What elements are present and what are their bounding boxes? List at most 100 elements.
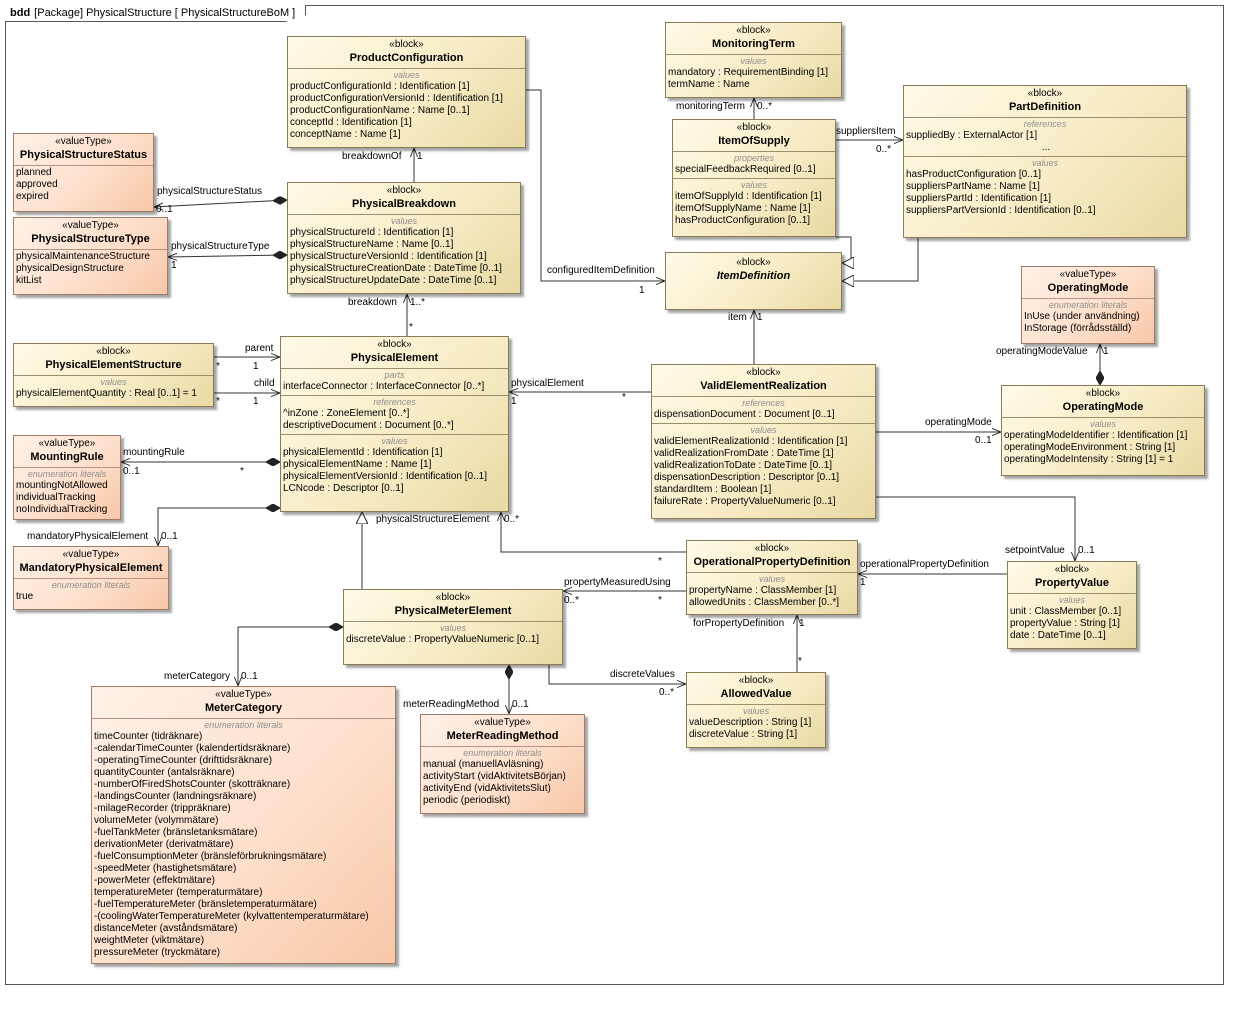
compartment-item: interfaceConnector : InterfaceConnector … — [283, 381, 485, 392]
compartment-item: -numberOfFiredShotsCounter (skotträknare… — [94, 779, 291, 790]
label-monitoringterm: monitoringTerm — [676, 101, 745, 112]
box-name: OperationalPropertyDefinition — [693, 556, 851, 568]
compartment-item: physicalStructureVersionId : Identificat… — [290, 251, 487, 262]
box-name: MeterReadingMethod — [446, 730, 559, 742]
label-physicalstructurestatus: physicalStructureStatus — [157, 186, 263, 197]
stereotype-label: «block» — [746, 367, 781, 378]
label-parent: parent — [245, 343, 274, 354]
box-name: PhysicalElement — [350, 352, 439, 364]
multiplicity-operatingmodevalue: 1 — [1103, 346, 1109, 357]
compartment-title: values — [390, 216, 417, 226]
meterreadingmethod-valuetype[interactable]: «valueType»MeterReadingMethod enumeration… — [420, 714, 585, 814]
link-physicalstructureelement — [501, 512, 686, 553]
box-header: «block»PhysicalBreakdown — [288, 183, 520, 214]
itemdefinition-block[interactable]: «block»ItemDefinition — [665, 252, 842, 310]
compartment-item: -fuelTemperatureMeter (bränsletemperatur… — [94, 899, 317, 910]
multiplicity-breakdown-element: * — [409, 322, 413, 333]
diagram-frame — [5, 5, 1224, 985]
stereotype-label: «block» — [736, 122, 772, 133]
label-physicalstructureelement: physicalStructureElement — [376, 514, 490, 525]
compartment-item: activityStart (vidAktivitetsBörjan) — [423, 771, 566, 782]
compartment-item: operatingModeEnvironment : String [1] — [1004, 442, 1176, 453]
multiplicity-mountingrule-source: * — [240, 466, 244, 477]
stereotype-label: «block» — [736, 25, 771, 36]
stereotype-label: «valueType» — [62, 549, 120, 560]
box-name: MountingRule — [30, 451, 104, 463]
box-name: MeterCategory — [204, 702, 283, 714]
compartment-item: physicalElementId : Identification [1] — [283, 447, 443, 458]
stereotype-label: «block» — [754, 543, 790, 554]
stereotype-label: «valueType» — [55, 136, 112, 147]
compartment-item: dispensationDescription : Descriptor [0.… — [654, 472, 840, 483]
link-physicalstructurestatus — [154, 200, 287, 207]
compartment-item: failureRate : PropertyValueNumeric [0..1… — [654, 496, 836, 507]
compartment-item: propertyName : ClassMember [1] — [689, 585, 837, 596]
compartment-item: -operatingTimeCounter (drifttidsräknare) — [94, 755, 273, 766]
diagram-title: [Package] PhysicalStructure [ PhysicalSt… — [34, 7, 296, 19]
compartment-title: values — [100, 377, 127, 387]
compartment-item: physicalElementVersionId : Identificatio… — [283, 471, 488, 482]
multiplicity-physicalstructureelement-source: * — [658, 556, 662, 567]
compartment-item: suppliedBy : ExternalActor [1] — [906, 130, 1038, 141]
box-name: PhysicalElementStructure — [45, 359, 182, 371]
compartment-item: suppliersPartName : Name [1] — [906, 181, 1040, 192]
multiplicity-operationalpropertydefinition: 1 — [860, 577, 866, 588]
link-itemofsupply-generalization — [836, 236, 851, 263]
label-forpropertydefinition: forPropertyDefinition — [693, 618, 785, 629]
multiplicity-meterreadingmethod: 0..1 — [512, 699, 529, 710]
compartment-item: physicalStructureName : Name [0..1] — [290, 239, 454, 250]
box-header: «block»PhysicalElementStructure — [14, 344, 213, 375]
compartment-title: enumeration literals — [463, 748, 542, 758]
compartment-item: timeCounter (tidräknare) — [94, 731, 203, 742]
compartment-item: LCNcode : Descriptor [0..1] — [283, 483, 404, 494]
box-name: AllowedValue — [720, 688, 792, 700]
compartment-title: values — [740, 180, 767, 190]
multiplicity-operatingmode: 0..1 — [975, 435, 992, 446]
multiplicity-parent-source: * — [216, 361, 220, 372]
link-physicalstructuretype — [168, 255, 287, 257]
box-header: «valueType»MeterReadingMethod — [421, 715, 584, 746]
stereotype-label: «block» — [1085, 388, 1121, 399]
compartment-title: values — [758, 574, 785, 584]
compartment-item: distanceMeter (avståndsmätare) — [94, 923, 238, 934]
compartment-title: properties — [733, 153, 775, 163]
compartment-item: expired — [16, 191, 49, 202]
operationalpropertydefinition-block[interactable]: «block» OperationalPropertyDefinition valu… — [686, 540, 858, 615]
compartment-item: valueDescription : String [1] — [689, 717, 812, 728]
box-header: «block»ItemOfSupply — [673, 120, 835, 151]
multiplicity-breakdown: 1..* — [410, 297, 426, 308]
compartment-item: productConfigurationId : Identification … — [290, 81, 470, 92]
compartment-item: planned — [16, 167, 52, 178]
box-header: «block»MonitoringTerm — [666, 23, 841, 54]
compartment-item: ^inZone : ZoneElement [0..*] — [283, 408, 410, 419]
stereotype-label: «block» — [389, 39, 424, 50]
compartment-title: values — [750, 425, 777, 435]
physicalbreakdown-block[interactable]: «block»PhysicalBreakdown values physicalSt… — [287, 182, 521, 294]
label-metercategory: meterCategory — [164, 671, 231, 682]
diagram-kind: bdd — [10, 7, 31, 19]
